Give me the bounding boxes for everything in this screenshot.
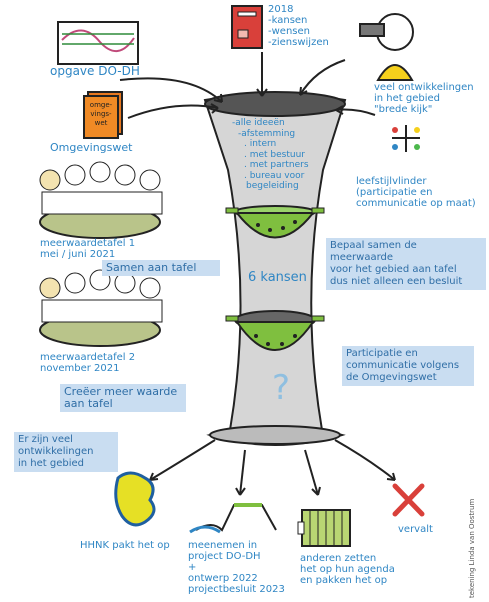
meerwaardetafel-1-label: meerwaardetafel 1 mei / juni 2021 bbox=[40, 238, 136, 260]
omgevingswet-label: Omgevingswet bbox=[50, 141, 133, 154]
dike-project-icon bbox=[189, 503, 277, 534]
omgevingswet-book-text: omge- vings- wet bbox=[89, 101, 113, 127]
kansen-label: 6 kansen bbox=[248, 270, 307, 285]
leefstijlvlinder-label: leefstijlvlinder (participatie en commun… bbox=[356, 176, 476, 209]
meenemen-label: meenemen in project DO-DH + ontwerp 2022… bbox=[188, 540, 285, 595]
question-mark: ? bbox=[272, 368, 291, 408]
veel-ontwikkelingen-label: veel ontwikkelingen in het gebied "brede… bbox=[374, 82, 474, 115]
anderen-label: anderen zetten het op hun agenda en pakk… bbox=[300, 553, 395, 586]
hhnk-label: HHNK pakt het op bbox=[80, 540, 170, 551]
credit-text: tekening Linda van Oostrum bbox=[468, 498, 476, 598]
meerwaardetafel-2-label: meerwaardetafel 2 november 2021 bbox=[40, 352, 136, 374]
participatie-box: Participatie en communicatie volgens de … bbox=[342, 346, 474, 386]
opgave-chart-icon bbox=[57, 21, 139, 65]
meerwaardetafel-2-illustration bbox=[39, 269, 163, 347]
er-zijn-veel-box: Er zijn veel ontwikkelingen in het gebie… bbox=[14, 432, 118, 472]
vervalt-cross-icon bbox=[392, 483, 425, 517]
samen-aan-tafel-box: Samen aan tafel bbox=[102, 260, 220, 276]
funnel-bottom-opening bbox=[209, 425, 341, 445]
funnel-top-opening bbox=[204, 91, 346, 117]
vervalt-label: vervalt bbox=[398, 524, 433, 535]
omgevingswet-book-icon bbox=[83, 91, 123, 139]
bepaal-samen-box: Bepaal samen de meerwaarde voor het gebi… bbox=[326, 238, 486, 290]
colander-2-icon bbox=[225, 310, 325, 351]
person-binoculars-icon bbox=[359, 13, 414, 81]
creeer-meer-waarde-box: Creëer meer waarde aan tafel bbox=[60, 384, 186, 412]
agenda-icon bbox=[297, 509, 351, 547]
colander-1-icon bbox=[225, 205, 325, 239]
outgoing-arrows bbox=[149, 439, 396, 496]
funnel-list: -alle ideeën -afstemming . intern . met … bbox=[232, 118, 309, 191]
leefstijlvlinder-icon bbox=[392, 125, 420, 152]
ballot-text: 2018 -kansen -wensen -zienswijzen bbox=[268, 4, 329, 48]
ballot-box-icon bbox=[231, 5, 263, 49]
meerwaardetafel-1-illustration bbox=[39, 161, 163, 239]
incoming-arrows bbox=[119, 52, 376, 119]
opgave-label: opgave DO-DH bbox=[50, 64, 140, 78]
hhnk-map-icon bbox=[114, 471, 156, 527]
